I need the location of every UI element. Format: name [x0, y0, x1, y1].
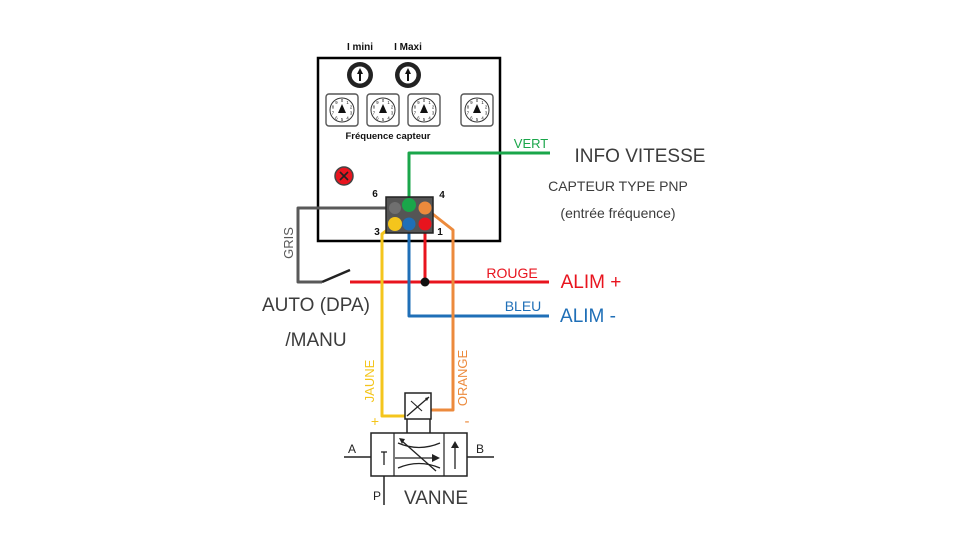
entree-freq-label: (entrée fréquence) — [560, 205, 675, 221]
dial-digit: 4 — [481, 115, 484, 120]
valve-body — [370, 432, 468, 477]
freq-label: Fréquence capteur — [346, 131, 431, 142]
dial-digit: 2 — [350, 105, 353, 110]
valve-symbol — [344, 392, 494, 505]
pin-4-orange — [418, 201, 432, 215]
pin-2-blue — [402, 217, 416, 231]
port-b-label: B — [476, 442, 484, 456]
port-a-label: A — [348, 442, 356, 456]
dial-digit: 1 — [387, 100, 390, 105]
wire-label-gris: GRIS — [281, 227, 296, 259]
dial-digit: 6 — [470, 115, 473, 120]
dial-digit: 5 — [423, 117, 426, 122]
dial-digit: 6 — [376, 115, 379, 120]
pin-label-3: 3 — [374, 227, 380, 238]
dial-digit: 3 — [432, 111, 435, 116]
auto-manu-switch — [321, 268, 351, 284]
pin-5-green — [402, 198, 416, 212]
dial-digit: 5 — [341, 117, 344, 122]
dial-digit: 5 — [476, 117, 479, 122]
dial-digit: 7 — [467, 111, 470, 116]
pin-1-red — [418, 217, 432, 231]
dial-digit: 3 — [391, 111, 394, 116]
dial-digit: 9 — [470, 100, 473, 105]
pot-i-maxi-icon — [395, 62, 421, 88]
port-p-label: P — [373, 489, 381, 503]
dial-digit: 4 — [387, 115, 390, 120]
dial-digit: 7 — [373, 111, 376, 116]
dial-digit: 9 — [417, 100, 420, 105]
dial-digit: 4 — [346, 115, 349, 120]
wire-orange — [424, 206, 455, 412]
vanne-label: VANNE — [404, 488, 468, 509]
dial-digit: 9 — [335, 100, 338, 105]
connector-block — [385, 196, 434, 234]
wire-label-vert: VERT — [514, 136, 548, 151]
manu-label: /MANU — [285, 330, 346, 351]
pin-label-4: 4 — [439, 190, 445, 201]
alim-plus-label: ALIM + — [561, 272, 622, 293]
dial-digit: 8 — [373, 105, 376, 110]
wire-label-bleu: BLEU — [505, 298, 542, 314]
pin-3-yellow — [388, 217, 402, 231]
dial-digit: 1 — [346, 100, 349, 105]
wire-label-rouge: ROUGE — [486, 265, 537, 281]
info-vitesse-label: INFO VITESSE — [575, 146, 706, 167]
dial-digit: 9 — [376, 100, 379, 105]
pot-i-mini-icon — [347, 62, 373, 88]
dial-digit: 4 — [428, 115, 431, 120]
dial-digit: 0 — [341, 98, 344, 103]
auto-dpa-label: AUTO (DPA) — [262, 295, 370, 316]
dial-digit: 0 — [382, 98, 385, 103]
pin-label-1: 1 — [437, 227, 443, 238]
fault-led-icon — [334, 166, 354, 186]
dial-digit: 0 — [476, 98, 479, 103]
wire-label-jaune: JAUNE — [362, 359, 377, 402]
dial-digit: 1 — [428, 100, 431, 105]
dial-digit: 2 — [485, 105, 488, 110]
wire-vert — [407, 151, 550, 205]
dial-digit: 3 — [350, 111, 353, 116]
wire-bleu — [407, 224, 549, 318]
dial-digit: 2 — [432, 105, 435, 110]
dial-digit: 5 — [382, 117, 385, 122]
dial-digit: 8 — [467, 105, 470, 110]
dial-digit: 7 — [332, 111, 335, 116]
dial-digit: 7 — [414, 111, 417, 116]
plus-sign: + — [371, 413, 379, 429]
rouge-junction — [420, 277, 430, 287]
wire-gris — [296, 206, 395, 284]
dial-digit: 2 — [391, 105, 394, 110]
dial-digit: 8 — [414, 105, 417, 110]
pot-label-i-mini: I mini — [347, 42, 373, 53]
alim-minus-label: ALIM - — [560, 306, 616, 327]
dial-digit: 6 — [335, 115, 338, 120]
pin-6-grey — [389, 202, 401, 214]
dial-digit: 1 — [481, 100, 484, 105]
pot-label-i-maxi: I Maxi — [394, 42, 422, 53]
dial-digit: 8 — [332, 105, 335, 110]
pin-label-6: 6 — [372, 189, 378, 200]
wire-jaune — [380, 222, 405, 418]
dial-digit: 3 — [485, 111, 488, 116]
wire-label-orange: ORANGE — [455, 350, 470, 407]
capteur-type-label: CAPTEUR TYPE PNP — [548, 178, 688, 194]
dial-digit: 0 — [423, 98, 426, 103]
dial-digit: 6 — [417, 115, 420, 120]
minus-sign: - — [465, 413, 470, 430]
wires — [296, 151, 550, 418]
